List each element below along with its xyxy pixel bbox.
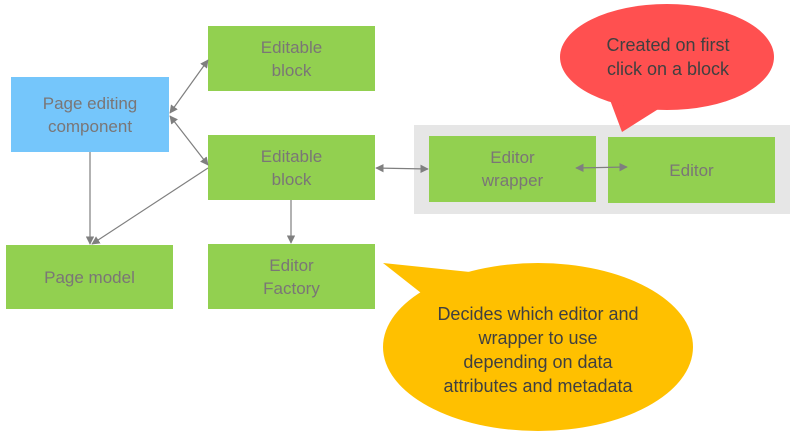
editor-label: Editor: [669, 160, 714, 180]
edge-component-block1: [169, 59, 209, 114]
red-callout-label: Created on first click on a block: [606, 35, 730, 79]
page-editing-component-label: Page editing component: [42, 93, 138, 136]
edge-block2-pagemodel: [91, 167, 209, 245]
editor-factory-label: Editor Factory: [263, 255, 320, 298]
editor-wrapper-label: Editor wrapper: [481, 148, 544, 190]
yellow-callout-label: Decides which editor and wrapper to use …: [437, 304, 639, 396]
yellow-callout-bubble: [383, 263, 693, 431]
red-callout-text: Created on first click on a block: [580, 20, 756, 94]
editor-wrapper-node: Editor wrapper: [429, 136, 596, 202]
edge-wrapper-editor: [575, 162, 628, 173]
red-callout-bubble: [560, 4, 774, 110]
yellow-callout-tail: [383, 263, 470, 300]
yellow-callout-text: Decides which editor and wrapper to use …: [400, 290, 676, 410]
edge-component-block2: [169, 115, 209, 166]
page-model-node: Page model: [6, 245, 173, 309]
editable-block-2-node: Editable block: [208, 135, 375, 200]
editor-node: Editor: [608, 137, 775, 203]
editable-block-1-label: Editable block: [260, 37, 323, 80]
editable-block-2-label: Editable block: [260, 146, 323, 189]
editor-factory-node: Editor Factory: [208, 244, 375, 309]
editable-block-1-node: Editable block: [208, 26, 375, 91]
page-model-label: Page model: [44, 267, 135, 287]
yellow-callout: [383, 263, 693, 431]
page-editing-component-node: Page editing component: [11, 77, 169, 152]
edge-block2-wrapper: [375, 163, 429, 174]
red-callout: [560, 4, 774, 132]
